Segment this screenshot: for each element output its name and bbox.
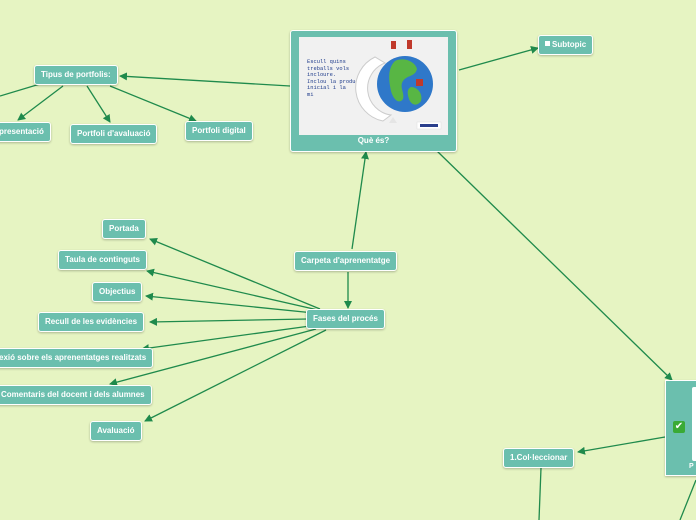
fase-avaluacio-label: Avaluació bbox=[97, 426, 135, 435]
fase-portada-label: Portada bbox=[109, 224, 139, 233]
link-fases-recull bbox=[149, 317, 309, 326]
fase-taula-label: Taula de continguts bbox=[65, 255, 140, 264]
fase-recull-label: Recull de les evidències bbox=[45, 317, 138, 326]
link-tipus-presentacio bbox=[17, 85, 64, 121]
link-side-offscreen bbox=[679, 479, 696, 520]
link-tipus-digital bbox=[109, 85, 197, 123]
portfoli-presentacio-label: presentació bbox=[0, 127, 44, 136]
subtopic-node[interactable]: Subtopic bbox=[538, 35, 594, 55]
link-central-tipus bbox=[119, 72, 291, 87]
side-topic-image bbox=[692, 387, 696, 461]
fase-comentaris-node[interactable]: Comentaris del docent i dels alumnes bbox=[0, 385, 152, 405]
carpeta-aprenentatge-node[interactable]: Carpeta d'aprenentatge bbox=[294, 251, 398, 271]
link-fases-taula bbox=[146, 268, 319, 311]
portfoli-avaluacio-node[interactable]: Portfoli d'avaluació bbox=[70, 124, 158, 144]
globe-illustration-icon bbox=[355, 40, 442, 130]
link-fases-avaluacio bbox=[144, 329, 327, 422]
link-side-colleccionar bbox=[577, 436, 666, 455]
square-bullet-icon bbox=[545, 41, 550, 47]
fase-reflexio-node[interactable]: exió sobre els aprenentatges realitzats bbox=[0, 348, 154, 368]
central-topic-node[interactable]: Escull quins treballs vols incloure. Inc… bbox=[290, 30, 457, 152]
link-central-side bbox=[436, 150, 673, 381]
side-topic-caption: P bbox=[689, 463, 694, 470]
portfoli-digital-node[interactable]: Portfoli digital bbox=[185, 121, 253, 141]
link-central-subtopic bbox=[458, 46, 539, 71]
central-topic-caption: Què és? bbox=[357, 136, 390, 145]
link-fases-objectius bbox=[145, 292, 315, 314]
fase-reflexio-label: exió sobre els aprenentatges realitzats bbox=[0, 353, 147, 362]
carpeta-aprenentatge-label: Carpeta d'aprenentatge bbox=[301, 256, 391, 265]
link-fases-reflexio bbox=[141, 325, 311, 353]
checkmark-icon: ✔ bbox=[673, 421, 685, 433]
central-topic-image: Escull quins treballs vols incloure. Inc… bbox=[299, 37, 448, 135]
fases-proces-node[interactable]: Fases del procés bbox=[306, 309, 385, 329]
fases-proces-label: Fases del procés bbox=[313, 314, 378, 323]
tipus-portfolis-label: Tipus de portfolis: bbox=[41, 70, 111, 79]
link-carpeta-central bbox=[351, 151, 369, 250]
side-topic-node[interactable]: ✔ P bbox=[665, 380, 696, 476]
subtopic-label: Subtopic bbox=[552, 40, 587, 49]
link-tipus-avaluacio bbox=[86, 85, 111, 123]
fase-portada-node[interactable]: Portada bbox=[102, 219, 146, 239]
link-tipus-offscreen bbox=[0, 83, 41, 97]
colleccionar-label: 1.Col·leccionar bbox=[510, 453, 568, 462]
colleccionar-node[interactable]: 1.Col·leccionar bbox=[503, 448, 575, 468]
fase-taula-node[interactable]: Taula de continguts bbox=[58, 250, 147, 270]
fase-recull-node[interactable]: Recull de les evidències bbox=[38, 312, 145, 332]
link-fases-comentaris bbox=[109, 328, 317, 387]
portfoli-avaluacio-label: Portfoli d'avaluació bbox=[77, 129, 151, 138]
fase-comentaris-label: Comentaris del docent i dels alumnes bbox=[1, 390, 145, 399]
central-image-text: Escull quins treballs vols incloure. Inc… bbox=[307, 59, 369, 98]
link-fases-portada bbox=[149, 237, 321, 310]
fase-objectius-node[interactable]: Objectius bbox=[92, 282, 143, 302]
portfoli-digital-label: Portfoli digital bbox=[192, 126, 246, 135]
tipus-portfolis-node[interactable]: Tipus de portfolis: bbox=[34, 65, 118, 85]
fase-avaluacio-node[interactable]: Avaluació bbox=[90, 421, 142, 441]
fase-objectius-label: Objectius bbox=[99, 287, 136, 296]
link-colleccionar-down bbox=[538, 467, 542, 520]
portfoli-presentacio-node[interactable]: presentació bbox=[0, 122, 51, 142]
